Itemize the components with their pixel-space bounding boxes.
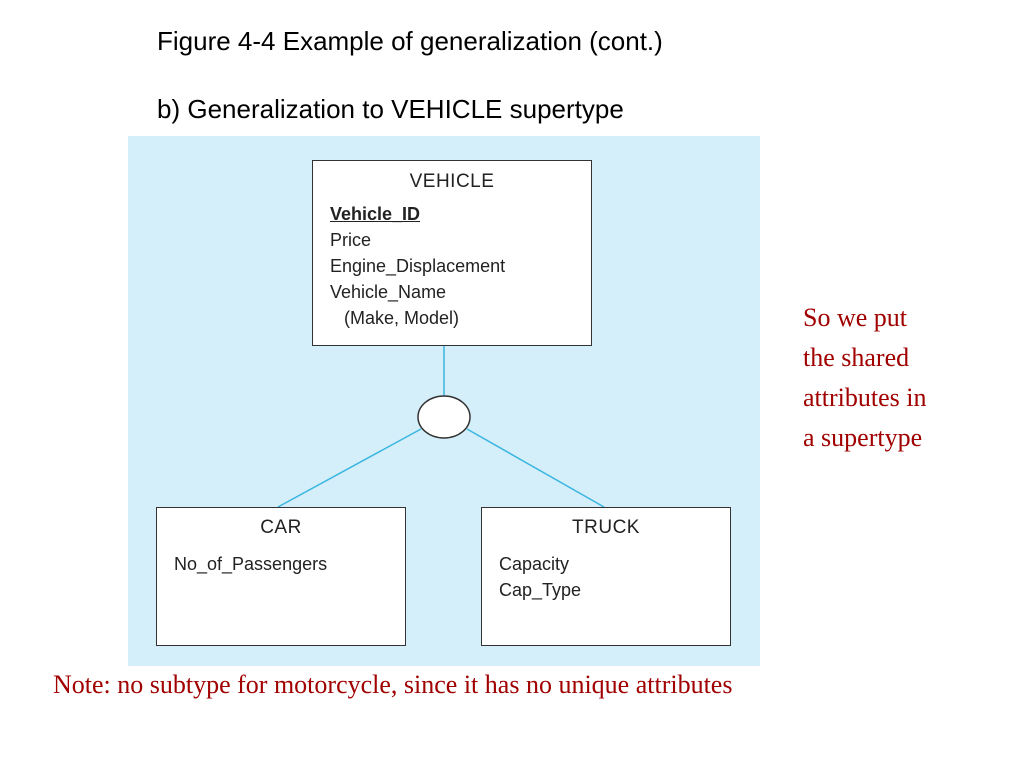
entity-name: CAR	[260, 517, 302, 538]
truck-entity: TRUCK Capacity Cap_Type	[481, 507, 731, 646]
footnote: Note: no subtype for motorcycle, since i…	[53, 670, 733, 699]
generalization-circle	[417, 395, 471, 439]
figure-subtitle: b) Generalization to VEHICLE supertype	[157, 94, 624, 124]
attribute: Vehicle_Name	[330, 282, 447, 302]
attribute: Cap_Type	[499, 580, 582, 600]
entity-name: TRUCK	[572, 517, 640, 538]
car-connector	[277, 428, 422, 508]
attribute-list: Vehicle_ID Price Engine_Displacement Veh…	[313, 201, 591, 331]
vehicle-entity: VEHICLE Vehicle_ID Price Engine_Displace…	[312, 160, 592, 346]
attribute-list: Capacity Cap_Type	[482, 551, 730, 603]
attribute: Capacity	[499, 554, 570, 574]
side-note-line: So we put	[803, 303, 907, 332]
side-note-line: the shared	[803, 343, 910, 372]
side-note-line: a supertype	[803, 423, 923, 452]
attribute-list: No_of_Passengers	[157, 551, 405, 577]
side-note: So we put the shared attributes in a sup…	[803, 298, 1003, 458]
primary-key-attribute: Vehicle_ID	[330, 204, 421, 224]
attribute: No_of_Passengers	[174, 554, 328, 574]
side-note-line: attributes in	[803, 383, 927, 412]
attribute: Engine_Displacement	[330, 256, 506, 276]
car-entity: CAR No_of_Passengers	[156, 507, 406, 646]
figure-title: Figure 4-4 Example of generalization (co…	[157, 26, 663, 56]
attribute: Price	[330, 230, 372, 250]
entity-name: VEHICLE	[409, 171, 495, 192]
composite-attribute-parts: (Make, Model)	[344, 308, 460, 328]
truck-connector	[466, 428, 605, 508]
connector-lines	[277, 346, 605, 508]
